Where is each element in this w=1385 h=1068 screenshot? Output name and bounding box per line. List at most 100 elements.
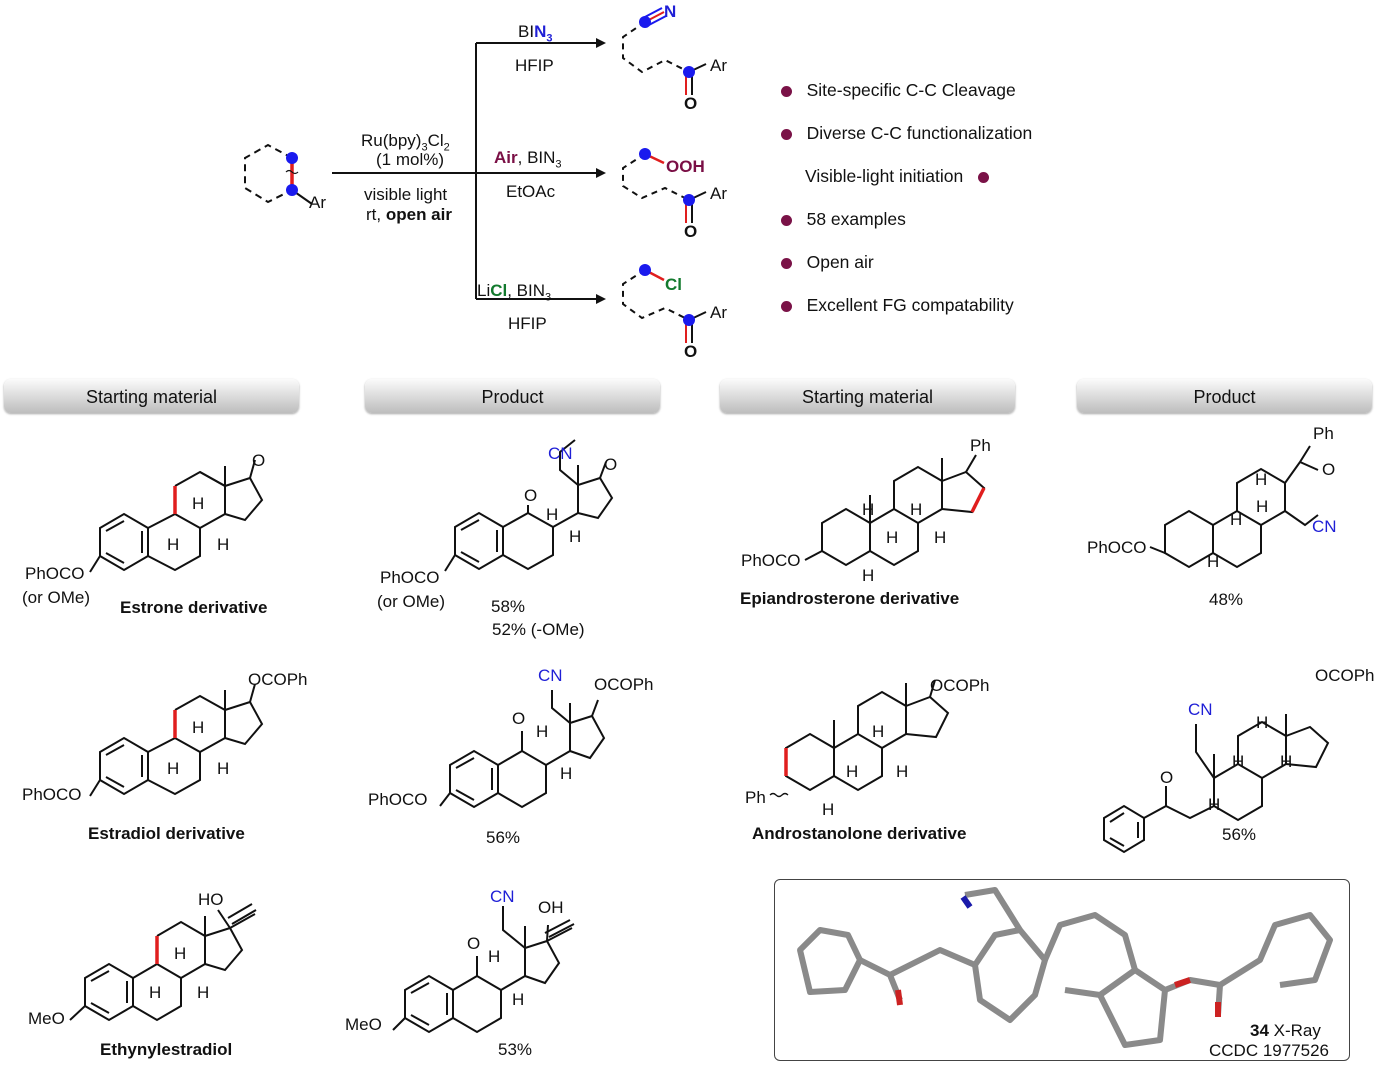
route2-ar: Ar	[710, 184, 727, 203]
atom-dot-icon	[639, 264, 651, 276]
cyano-group: CN	[548, 444, 573, 463]
route1-solvent: HFIP	[515, 56, 554, 75]
h-label: H	[1256, 713, 1269, 732]
estrone-yield-ome: 52% (-OMe)	[492, 620, 585, 639]
h-label: H	[192, 494, 205, 513]
estradiol-yield: 56%	[486, 828, 521, 847]
header-product-1: Product	[365, 379, 660, 413]
ketone-o: O	[524, 486, 538, 505]
h-label: H	[1208, 795, 1221, 814]
light-condition: visible light	[364, 185, 448, 204]
androstanolone-structure	[769, 679, 950, 798]
epiandrosterone-structure	[804, 454, 986, 567]
air-condition: rt, open air	[366, 205, 452, 224]
h-label: H	[862, 500, 875, 519]
epiandro-substituent: PhOCO	[741, 551, 801, 570]
h-label: H	[910, 500, 923, 519]
ocoph-label: OCOPh	[594, 675, 654, 694]
h-label: H	[197, 983, 210, 1002]
h-label: H	[1255, 470, 1268, 489]
ketone-o: O	[512, 709, 526, 728]
estrone-product-substituent: PhOCO	[380, 568, 440, 587]
ocoph-label: OCOPh	[248, 670, 308, 689]
atom-dot-icon	[683, 314, 695, 326]
header-starting-material-2: Starting material	[720, 379, 1015, 413]
h-label: H	[872, 722, 885, 741]
estrone-structure	[89, 459, 264, 573]
atom-dot-icon	[286, 184, 298, 196]
h-label: H	[536, 722, 549, 741]
ethynyl-substituent: MeO	[28, 1009, 65, 1028]
catalyst-label: Ru(bpy)3Cl2	[361, 131, 450, 154]
route2-solvent: EtOAc	[506, 182, 556, 201]
epiandro-yield: 48%	[1209, 590, 1244, 609]
bullet-icon	[781, 214, 792, 226]
atom-dot-icon	[683, 66, 695, 78]
epiandro-name: Epiandrosterone derivative	[740, 589, 960, 608]
h-label: H	[149, 983, 162, 1002]
hydroxyl-label: HO	[198, 890, 224, 909]
h-label: H	[174, 944, 187, 963]
phenyl-label: Ph	[1313, 424, 1334, 443]
route3-solvent: HFIP	[508, 314, 547, 333]
atom-dot-icon	[683, 194, 695, 206]
ketone-o: O	[1322, 460, 1336, 479]
start-ar-label: Ar	[309, 193, 326, 212]
ethynylestradiol-structure	[69, 903, 257, 1022]
route1-reagent: BIN3	[518, 22, 553, 45]
estrone-name: Estrone derivative	[120, 598, 268, 617]
h-label: H	[886, 528, 899, 547]
reaction-arrows	[332, 38, 606, 304]
estradiol-name: Estradiol derivative	[88, 824, 245, 843]
cyano-group: CN	[538, 666, 563, 685]
xray-structure	[797, 887, 1333, 1048]
feature-visible-light: Visible-light initiation	[805, 165, 989, 187]
hydroxyl-label: OH	[538, 898, 564, 917]
bullet-icon	[781, 128, 792, 140]
phenyl-label: Ph	[970, 436, 991, 455]
header-product-2: Product	[1077, 379, 1372, 413]
h-label: H	[1256, 497, 1269, 516]
estradiol-structure	[89, 683, 264, 797]
bullet-icon	[781, 85, 792, 97]
h-label: H	[569, 527, 582, 546]
estradiol-product-structure	[439, 690, 606, 809]
h-label: H	[217, 535, 230, 554]
route2-oxygen: O	[684, 222, 698, 241]
estrone-product-structure	[444, 439, 614, 572]
h-label: H	[862, 566, 875, 585]
cyano-group: CN	[1188, 700, 1213, 719]
h-label: H	[1207, 552, 1220, 571]
feature-open-air: Open air	[781, 251, 874, 273]
ocoph-label: OCOPh	[930, 676, 990, 695]
ketone-o: O	[604, 455, 618, 474]
h-label: H	[560, 764, 573, 783]
estrone-product-substituent-alt: (or OMe)	[377, 592, 445, 611]
product-peroxide	[622, 148, 707, 223]
h-label: H	[167, 759, 180, 778]
androstanolone-yield: 56%	[1222, 825, 1257, 844]
product-chloride	[622, 264, 707, 343]
product-nitrile	[622, 7, 707, 95]
route3-reagent: LiCl, BIN3	[477, 281, 552, 304]
bullet-icon	[781, 300, 792, 312]
route2-reagent: Air, BIN3	[494, 148, 562, 171]
route3-group: Cl	[665, 275, 682, 294]
feature-diverse: Diverse C-C functionalization	[781, 122, 1032, 144]
androstanolone-name: Androstanolone derivative	[752, 824, 967, 843]
ketone-o: O	[1160, 768, 1174, 787]
ethynyl-product-substituent: MeO	[345, 1015, 382, 1034]
estradiol-substituent: PhOCO	[22, 785, 82, 804]
xray-ccdc: CCDC 1977526	[1209, 1041, 1330, 1060]
route2-group: OOH	[666, 157, 705, 176]
route3-ar: Ar	[710, 303, 727, 322]
h-label: H	[934, 528, 947, 547]
h-label: H	[217, 759, 230, 778]
h-label: H	[192, 718, 205, 737]
androstanolone-product-structure	[1103, 714, 1330, 854]
h-label: H	[512, 990, 525, 1009]
atom-dot-icon	[286, 152, 298, 164]
h-label: H	[846, 762, 859, 781]
xray-label: 34 X-Ray	[1250, 1021, 1321, 1040]
